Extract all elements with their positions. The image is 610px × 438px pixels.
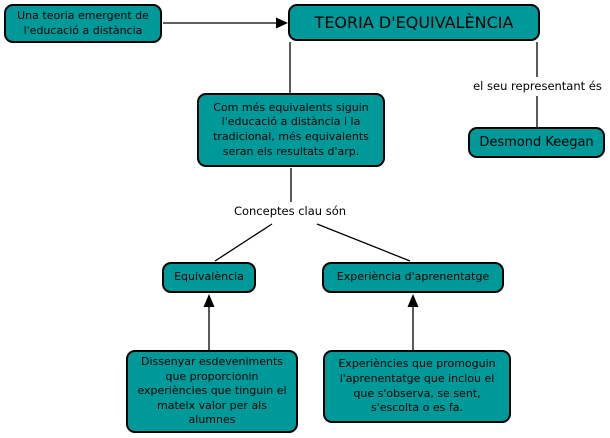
concept-node-teoria-emergent[interactable]: Una teoria emergent de l'educació a dist…	[4, 4, 162, 43]
concept-node-dissenyar-esdeveniments[interactable]: Dissenyar esdeveniments que proporcionin…	[126, 350, 298, 433]
connector-conceptes-to-equivalencia	[214, 223, 273, 262]
concept-node-desmond-keegan[interactable]: Desmond Keegan	[468, 127, 605, 158]
linking-phrase-representant[interactable]: el seu representant és	[473, 79, 602, 93]
concept-node-equivalencia[interactable]: Equivalència	[162, 262, 256, 293]
concept-node-experiencies-promoguin[interactable]: Experiències que promoguin l'aprenentatg…	[323, 350, 511, 423]
connector-emergent-to-title	[163, 17, 288, 29]
concept-node-experiencia-aprenentatge[interactable]: Experiència d'aprenentatge	[322, 262, 504, 293]
connector-conceptes-to-experiencia	[316, 223, 411, 262]
linking-phrase-conceptes-clau[interactable]: Conceptes clau són	[233, 204, 347, 218]
connector-dissenyar-to-equivalencia	[203, 294, 215, 350]
concept-node-teoria-equivalencia[interactable]: TEORIA D'EQUIVALÈNCIA	[288, 4, 540, 41]
connector-promoguin-to-experiencia	[407, 294, 419, 350]
concept-node-premissa-equivalents[interactable]: Com més equivalents siguin l'educació a …	[197, 93, 385, 167]
